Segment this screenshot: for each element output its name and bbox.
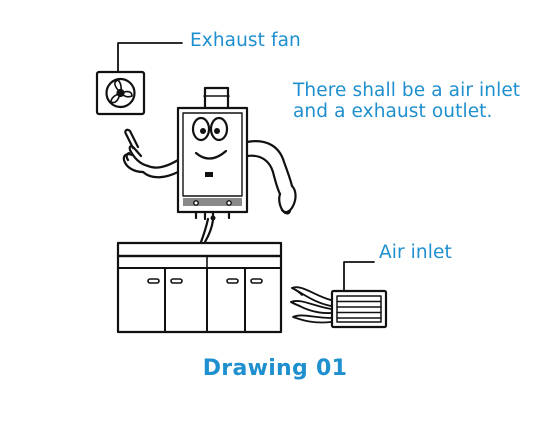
requirement-note: There shall be a air inlet and a exhaust… (293, 80, 520, 122)
air-inlet-label: Air inlet (379, 242, 452, 263)
kitchen-cabinet-icon (116, 241, 283, 334)
water-heater-character-icon (122, 86, 297, 244)
air-inlet-leader-line (343, 261, 375, 292)
drawing-caption: Drawing 01 (202, 356, 348, 381)
exhaust-fan-icon (95, 70, 146, 116)
exhaust-fan-leader-line (117, 42, 183, 73)
requirement-note-line-2: and a exhaust outlet. (293, 101, 493, 122)
airflow-arrows-icon (290, 286, 332, 324)
exhaust-fan-label: Exhaust fan (190, 30, 301, 51)
air-inlet-vent-icon (330, 289, 388, 329)
requirement-note-line-1: There shall be a air inlet (293, 80, 521, 101)
